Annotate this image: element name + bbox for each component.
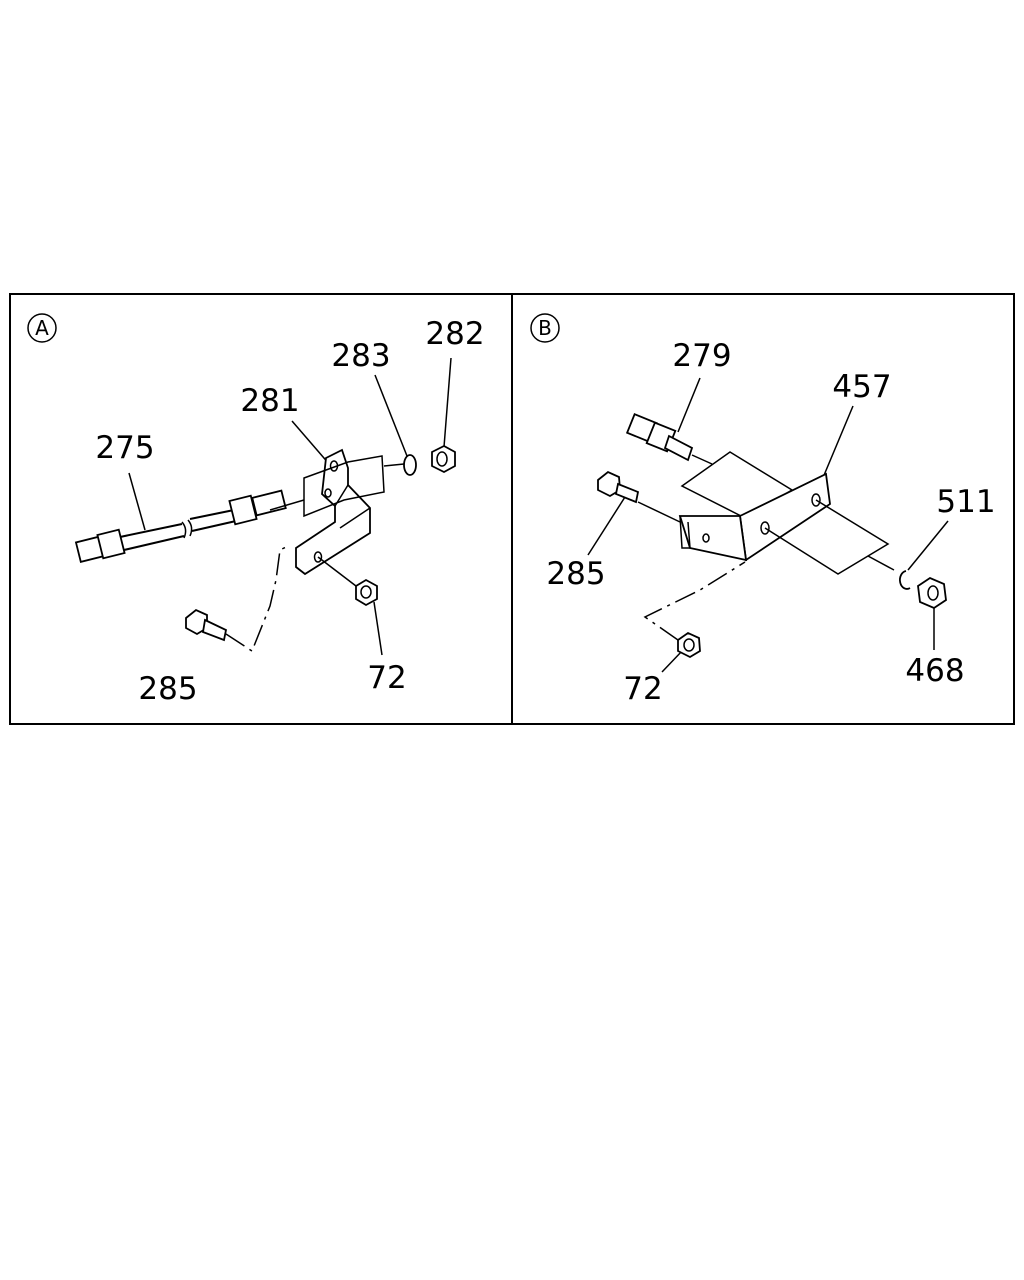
bolt-285-b [597, 470, 681, 523]
panel-b: B 279 457 511 285 468 72 [530, 313, 996, 707]
washer-283 [403, 454, 417, 476]
callout-72: 72 [623, 671, 662, 707]
callout-282: 282 [425, 316, 484, 352]
mounting-plane-lower [764, 499, 890, 575]
panel-b-badge: B [530, 313, 560, 343]
bolt-285-a [185, 544, 291, 653]
nut-468 [917, 576, 947, 610]
nut-282 [431, 444, 456, 474]
callout-275: 275 [95, 430, 154, 466]
callout-468: 468 [905, 653, 964, 689]
callout-279: 279 [672, 338, 731, 374]
nut-72-a [317, 556, 378, 607]
callout-457: 457 [832, 369, 891, 405]
bolt-279 [625, 413, 713, 465]
nut-72-b [643, 561, 746, 659]
panel-a: A 275 281 283 282 285 72 [27, 313, 485, 707]
stud-275 [74, 489, 287, 563]
callout-281: 281 [240, 383, 299, 419]
callout-72: 72 [367, 660, 406, 696]
callout-285: 285 [138, 671, 197, 707]
panel-b-badge-label: B [538, 316, 552, 340]
callout-285: 285 [546, 556, 605, 592]
circlip-511 [899, 570, 911, 590]
mounting-plane-a [269, 455, 405, 518]
callout-283: 283 [331, 338, 390, 374]
panel-a-badge-label: A [35, 316, 49, 340]
panel-a-badge: A [27, 313, 57, 343]
leader-lines-b [587, 377, 949, 673]
leader-lines-a [128, 357, 452, 656]
bracket-457 [678, 472, 831, 562]
bracket-281 [295, 448, 371, 576]
callout-511: 511 [936, 484, 995, 520]
